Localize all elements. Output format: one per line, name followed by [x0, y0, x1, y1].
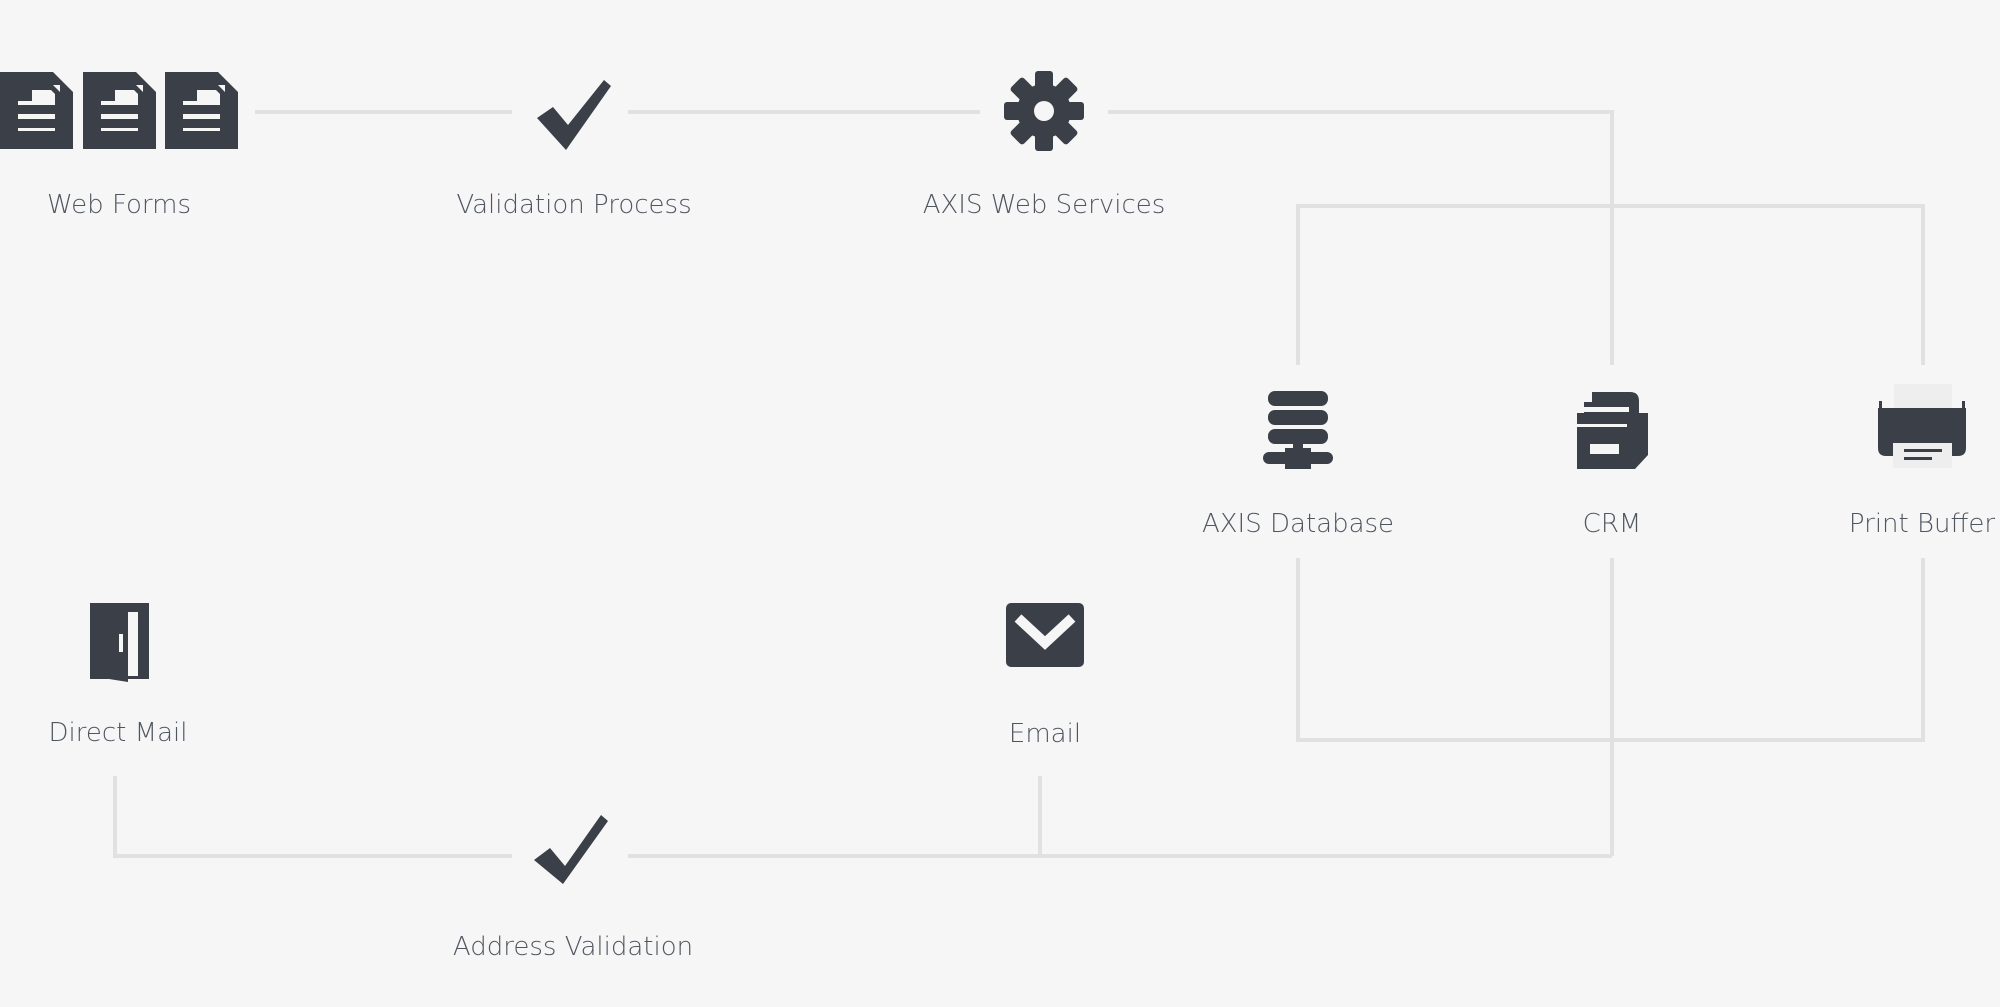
connector-webservices-crm [1108, 110, 1614, 365]
print-buffer-label: Print Buffer [1849, 509, 1995, 539]
axis-web-services-label: AXIS Web Services [923, 190, 1166, 220]
door-icon [90, 603, 149, 682]
node-web-forms: Web Forms [0, 72, 238, 220]
connector-distribution-top [1296, 204, 1925, 365]
checkmark-icon [537, 80, 611, 150]
server-database-icon [1263, 391, 1333, 469]
envelope-icon [1006, 603, 1084, 667]
node-direct-mail: Direct Mail [49, 603, 188, 748]
node-validation-process: Validation Process [456, 80, 692, 220]
gear-icon [1004, 71, 1084, 151]
node-print-buffer: Print Buffer [1849, 384, 1995, 539]
file-cabinet-icon [1577, 392, 1648, 469]
node-axis-database: AXIS Database [1202, 391, 1394, 539]
node-crm: CRM [1577, 392, 1648, 539]
direct-mail-label: Direct Mail [49, 718, 188, 748]
axis-database-label: AXIS Database [1202, 509, 1394, 539]
printer-icon [1878, 384, 1966, 468]
address-validation-label: Address Validation [453, 932, 693, 962]
document-stack-icon [0, 72, 238, 149]
node-address-validation: Address Validation [453, 815, 693, 962]
node-axis-web-services: AXIS Web Services [923, 71, 1166, 220]
node-email: Email [1006, 603, 1084, 749]
connector-directmail-addressvalidation [113, 776, 512, 858]
checkmark-icon [534, 815, 608, 884]
connectors [113, 110, 1925, 858]
crm-label: CRM [1583, 509, 1642, 539]
web-forms-label: Web Forms [47, 190, 191, 220]
validation-process-label: Validation Process [456, 190, 691, 220]
email-label: Email [1009, 719, 1081, 749]
